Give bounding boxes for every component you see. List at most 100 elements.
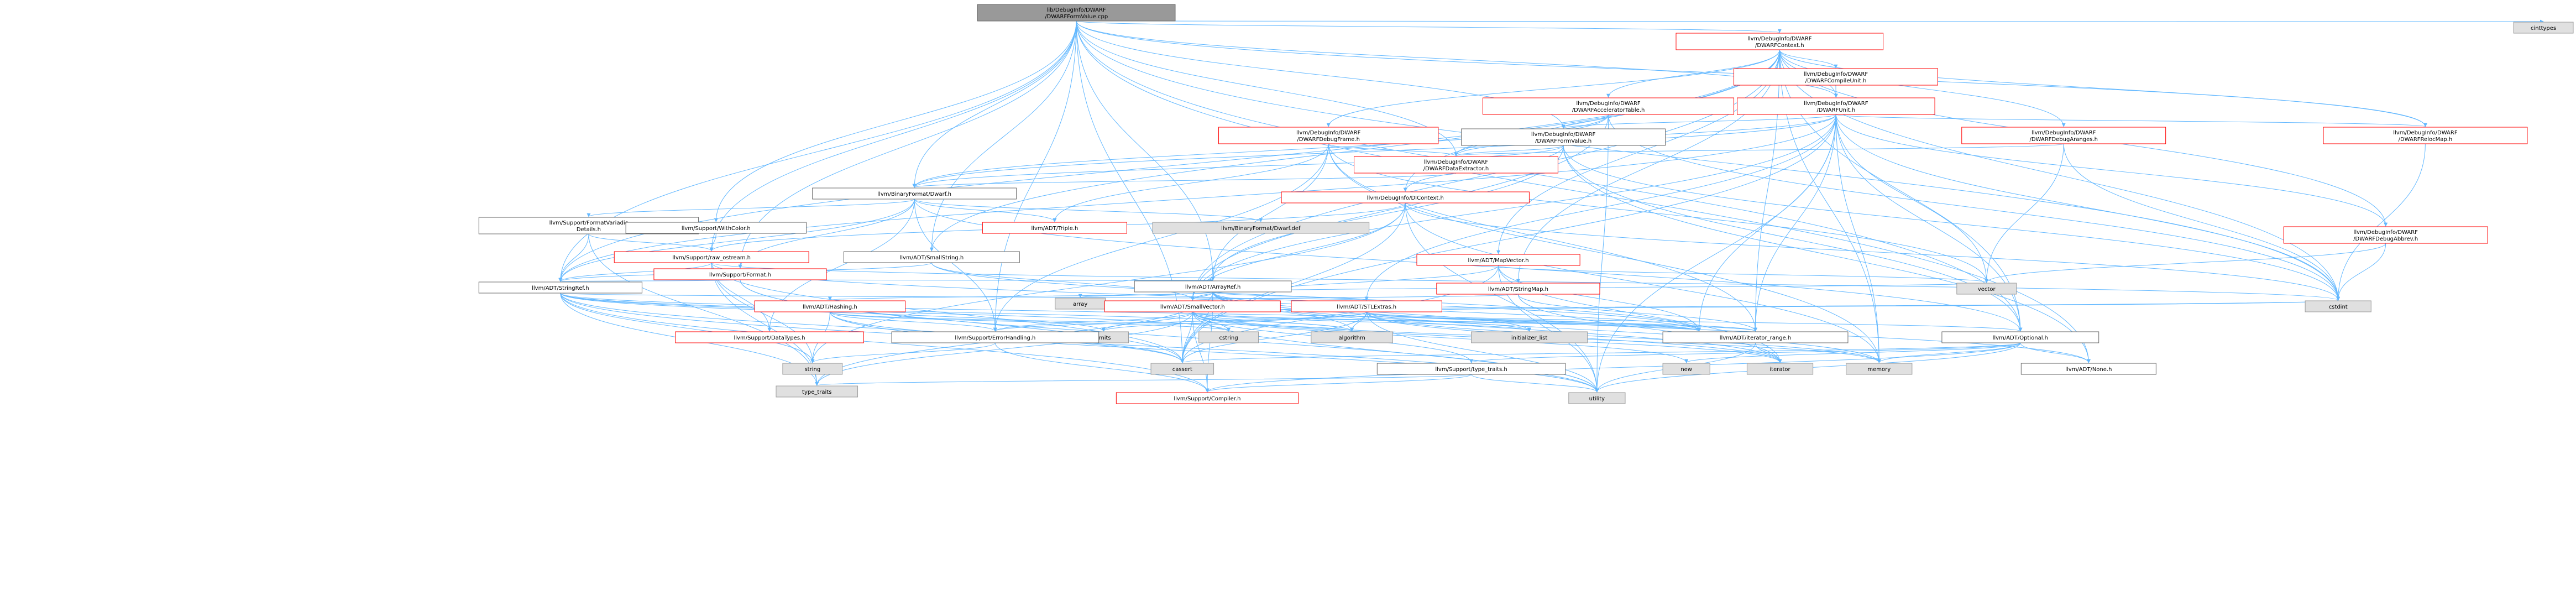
node-datatypes[interactable]: llvm/Support/DataTypes.h: [675, 331, 864, 343]
node-datatypes-label: llvm/Support/DataTypes.h: [734, 335, 805, 341]
node-utility-label: utility: [1589, 396, 1605, 402]
edge-withcolor-to-rawostream: [709, 233, 716, 252]
node-root[interactable]: lib/DebugInfo/DWARF/DWARFFormValue.cpp: [977, 4, 1176, 22]
node-iterator-box: [1746, 363, 1814, 375]
node-cstring[interactable]: cstring: [1198, 331, 1259, 343]
node-string[interactable]: string: [782, 363, 843, 375]
edge-typetraits_llvm-to-compiler: [1205, 374, 1472, 393]
edge-root-to-withcolor: [714, 20, 1077, 222]
edge-dicontext-to-utility: [1405, 202, 1599, 393]
node-utility[interactable]: utility: [1568, 392, 1626, 404]
edge-stringmap-to-iterrange: [1517, 294, 1757, 332]
edge-binaryformat-to-dwarfdef: [914, 199, 1263, 222]
node-binaryformat-box: [812, 187, 1017, 200]
node-dicontext[interactable]: llvm/DebugInfo/DIContext.h: [1281, 191, 1530, 203]
node-dataextractor[interactable]: llvm/DebugInfo/DWARF/DWARFDataExtractor.…: [1353, 156, 1558, 174]
edge-smallvector-to-cstring: [1192, 311, 1231, 332]
node-binaryformat[interactable]: llvm/BinaryFormat/Dwarf.h: [812, 187, 1017, 200]
node-memory[interactable]: memory: [1846, 363, 1913, 375]
node-dwarfcontext[interactable]: llvm/DebugInfo/DWARF/DWARFContext.h: [1676, 33, 1884, 50]
node-cassert[interactable]: cassert: [1150, 363, 1214, 375]
node-triple[interactable]: llvm/ADT/Triple.h: [982, 222, 1127, 234]
edge-dwarfcontext-to-iterrange: [1753, 49, 1780, 332]
node-dwarfunit[interactable]: llvm/DebugInfo/DWARF/DWARFUnit.h: [1737, 97, 1935, 115]
node-none[interactable]: llvm/ADT/None.h: [2020, 363, 2156, 375]
node-iterrange[interactable]: llvm/ADT/iterator_range.h: [1662, 331, 1849, 343]
node-vector[interactable]: vector: [1956, 283, 2017, 295]
node-iterrange-label: llvm/ADT/iterator_range.h: [1720, 335, 1791, 341]
node-rawostream[interactable]: llvm/Support/raw_ostream.h: [614, 251, 809, 263]
node-array[interactable]: array: [1055, 297, 1106, 310]
edge-typetraits_llvm-to-utility: [1471, 374, 1599, 393]
node-withcolor-box: [625, 222, 807, 234]
node-withcolor[interactable]: llvm/Support/WithColor.h: [625, 222, 807, 234]
node-mapvector[interactable]: llvm/ADT/MapVector.h: [1416, 254, 1580, 266]
edge-stringref-to-cassert: [560, 293, 1185, 363]
edge-arrayref-to-stlextras: [1212, 291, 1369, 301]
edge-formatvariadic-to-stringref: [558, 233, 589, 282]
edge-mapvector-to-iterator: [1498, 265, 1782, 363]
edge-stringref-to-limits: [560, 293, 1106, 332]
node-hashing-box: [754, 300, 906, 312]
node-iterator[interactable]: iterator: [1746, 363, 1814, 375]
node-debugaranges-label: /DWARFDebugAranges.h: [2029, 137, 2097, 143]
node-typetraits_llvm[interactable]: llvm/Support/type_traits.h: [1376, 363, 1566, 375]
node-formvalue_h[interactable]: llvm/DebugInfo/DWARF/DWARFFormValue.h: [1461, 128, 1666, 146]
node-cinttypes[interactable]: cinttypes: [2513, 22, 2574, 34]
edge-smallvector-to-algorithm: [1192, 311, 1354, 332]
edge-stringref-to-cstddef: [560, 293, 1701, 332]
node-arrayref[interactable]: llvm/ADT/ArrayRef.h: [1134, 280, 1292, 293]
node-typetraits_llvm-label: llvm/Support/type_traits.h: [1435, 367, 1507, 373]
node-stlextras-label: llvm/ADT/STLExtras.h: [1337, 304, 1396, 310]
edge-formvalue_h-to-optional: [1563, 145, 2023, 332]
edge-root-to-optional: [1076, 20, 2023, 332]
node-cstring-label: cstring: [1219, 335, 1238, 341]
node-debugabbrev[interactable]: llvm/DebugInfo/DWARF/DWARFDebugAbbrev.h: [2283, 226, 2488, 244]
node-compiler[interactable]: llvm/Support/Compiler.h: [1116, 392, 1299, 404]
node-debugaranges[interactable]: llvm/DebugInfo/DWARF/DWARFDebugAranges.h: [1961, 127, 2166, 144]
edge-hashing-to-cstring: [829, 311, 1231, 332]
edge-debugabbrev-to-vector: [1985, 243, 2386, 283]
node-new[interactable]: new: [1662, 363, 1710, 375]
edge-optional-to-typetraits_llvm: [1469, 342, 2021, 363]
edge-smallvector-to-new: [1192, 311, 1689, 363]
node-stringmap[interactable]: llvm/ADT/StringMap.h: [1436, 283, 1600, 295]
node-stringmap-label: llvm/ADT/StringMap.h: [1488, 286, 1548, 293]
node-type_traits[interactable]: type_traits: [776, 385, 858, 398]
node-compileunit[interactable]: llvm/DebugInfo/DWARF/DWARFCompileUnit.h: [1734, 68, 1938, 86]
node-accel[interactable]: llvm/DebugInfo/DWARF/DWARFAcceleratorTab…: [1482, 97, 1735, 115]
node-format[interactable]: llvm/Support/Format.h: [653, 268, 827, 280]
edge-dwarfunit-to-binaryformat: [912, 114, 1836, 188]
node-relocmap[interactable]: llvm/DebugInfo/DWARF/DWARFRelocMap.h: [2323, 127, 2528, 144]
node-dwarfdef[interactable]: llvm/BinaryFormat/Dwarf.def: [1152, 222, 1370, 234]
edge-dwarfcontext-to-memory: [1779, 49, 1881, 363]
node-smallstring[interactable]: llvm/ADT/SmallString.h: [843, 251, 1020, 263]
edge-dwarfcontext-to-debugframe: [1326, 49, 1780, 127]
node-initlist[interactable]: initializer_list: [1471, 331, 1588, 343]
node-stlextras[interactable]: llvm/ADT/STLExtras.h: [1291, 300, 1442, 312]
node-string-label: string: [804, 367, 820, 373]
edge-mapvector-to-vector: [1498, 265, 1988, 283]
node-dwarfcontext-label: llvm/DebugInfo/DWARF: [1747, 36, 1812, 42]
node-stringref[interactable]: llvm/ADT/StringRef.h: [478, 281, 642, 294]
edge-root-to-none: [1076, 20, 2091, 363]
edge-rawostream-to-stringref: [558, 262, 712, 282]
node-dwarfunit-label: /DWARFUnit.h: [1816, 107, 1855, 113]
node-initlist-label: initializer_list: [1511, 335, 1548, 341]
node-iterrange-box: [1662, 331, 1849, 343]
edge-stringmap-to-smallvector: [1191, 294, 1519, 301]
edge-dwarfcontext-to-mapvector: [1496, 49, 1780, 254]
edge-formvalue_h-to-dataextractor: [1454, 145, 1564, 156]
node-algorithm[interactable]: algorithm: [1311, 331, 1393, 343]
node-format-label: llvm/Support/Format.h: [709, 272, 771, 278]
node-smallvector[interactable]: llvm/ADT/SmallVector.h: [1104, 300, 1281, 312]
edge-smallvector-to-utility: [1192, 311, 1599, 393]
node-formatvariadic-label: Details.h: [577, 227, 601, 233]
node-compileunit-label: llvm/DebugInfo/DWARF: [1804, 71, 1868, 77]
node-optional[interactable]: llvm/ADT/Optional.h: [1941, 331, 2099, 343]
node-cstdint[interactable]: cstdint: [2305, 300, 2371, 312]
node-hashing[interactable]: llvm/ADT/Hashing.h: [754, 300, 906, 312]
node-errorhandling[interactable]: llvm/Support/ErrorHandling.h: [891, 331, 1099, 343]
node-debugframe[interactable]: llvm/DebugInfo/DWARF/DWARFDebugFrame.h: [1218, 127, 1439, 144]
